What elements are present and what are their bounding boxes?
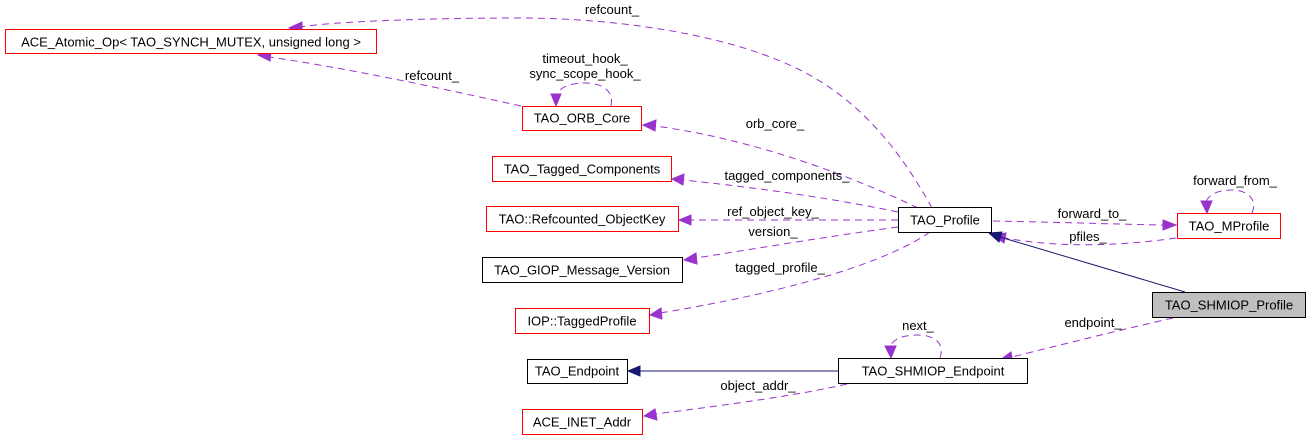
edge-orbcore-refcount: refcount_ (256, 50, 522, 107)
edge-label-ref-object-key: ref_object_key_ (727, 204, 820, 219)
arrow-head (642, 408, 658, 421)
node-tao-shmiop-endpoint[interactable]: TAO_SHMIOP_Endpoint (838, 358, 1028, 384)
edge-shmiop-profile-endpoint: endpoint_ (998, 315, 1174, 364)
arrow-head (641, 119, 657, 132)
node-tao-tagged-components[interactable]: TAO_Tagged_Components (492, 156, 672, 182)
edge-label-tagged-profile: tagged_profile_ (735, 260, 825, 275)
edge-label-version: version_ (748, 224, 798, 239)
node-tao-mprofile[interactable]: TAO_MProfile (1177, 213, 1281, 239)
node-tao-endpoint[interactable]: TAO_Endpoint (527, 359, 628, 384)
node-tao-shmiop-profile[interactable]: TAO_SHMIOP_Profile (1152, 292, 1306, 318)
edge-label-tagged-components: tagged_components_ (724, 168, 850, 183)
edge-shmiop-endpoint-object-addr: object_addr_ (642, 378, 848, 421)
svg-text:TAO_ORB_Core: TAO_ORB_Core (534, 111, 631, 126)
svg-text:TAO_SHMIOP_Endpoint: TAO_SHMIOP_Endpoint (862, 364, 1005, 379)
edge-shmiop-profile-inherits-profile (987, 231, 1186, 293)
arrow-head (682, 252, 698, 265)
node-tao-giop-message-version[interactable]: TAO_GIOP_Message_Version (482, 257, 683, 283)
node-ace-atomic-op[interactable]: ACE_Atomic_Op< TAO_SYNCH_MUTEX, unsigned… (5, 29, 377, 54)
arrow-head (670, 173, 685, 186)
svg-text:TAO_SHMIOP_Profile: TAO_SHMIOP_Profile (1165, 298, 1293, 313)
svg-text:TAO_GIOP_Message_Version: TAO_GIOP_Message_Version (494, 263, 670, 278)
edge-label-object-addr: object_addr_ (720, 378, 796, 393)
svg-text:ACE_Atomic_Op< TAO_SYNCH_MUTEX: ACE_Atomic_Op< TAO_SYNCH_MUTEX, unsigned… (21, 35, 361, 50)
svg-text:TAO::Refcounted_ObjectKey: TAO::Refcounted_ObjectKey (499, 212, 666, 227)
edge-shmiop-endpoint-self: next_ (884, 318, 942, 360)
edge-label-forward-to: forward_to_ (1058, 206, 1127, 221)
edge-profile-ref-object-key: ref_object_key_ (677, 204, 898, 226)
node-tao-orb-core[interactable]: TAO_ORB_Core (522, 106, 642, 131)
arrow-head (677, 214, 692, 226)
edge-profile-orbcore: orb_core_ (641, 116, 919, 209)
edge-label-endpoint: endpoint_ (1064, 315, 1122, 330)
svg-text:ACE_INET_Addr: ACE_INET_Addr (533, 415, 632, 430)
arrow-head (648, 307, 663, 320)
svg-text:TAO_Tagged_Components: TAO_Tagged_Components (504, 162, 661, 177)
edge-mprofile-profile-pfiles: pfiles_ (991, 229, 1177, 246)
node-ace-inet-addr[interactable]: ACE_INET_Addr (522, 409, 643, 435)
edge-label-orb-core: orb_core_ (746, 116, 805, 131)
edge-label-refcount-orb: refcount_ (405, 68, 460, 83)
edge-label-timeout-hook: timeout_hook_ (542, 51, 628, 66)
edge-profile-version: version_ (682, 224, 899, 265)
arrow-head (987, 231, 1003, 243)
node-tao-refcounted-objectkey[interactable]: TAO::Refcounted_ObjectKey (486, 206, 679, 232)
arrow-head (884, 345, 897, 360)
node-iop-taggedprofile[interactable]: IOP::TaggedProfile (515, 308, 650, 334)
node-tao-profile[interactable]: TAO_Profile (898, 207, 992, 233)
svg-text:TAO_Endpoint: TAO_Endpoint (535, 364, 620, 379)
edge-label-sync-scope-hook: sync_scope_hook_ (529, 66, 641, 81)
edge-profile-tagged-components: tagged_components_ (670, 168, 899, 213)
arrow-head (626, 365, 641, 377)
edge-label-forward-from: forward_from_ (1193, 173, 1278, 188)
edge-label-refcount: refcount_ (585, 2, 640, 17)
edge-label-pfiles: pfiles_ (1069, 229, 1107, 244)
edge-shmiop-endpoint-inherits-endpoint (626, 365, 838, 377)
edge-label-next: next_ (902, 318, 935, 333)
svg-text:TAO_Profile: TAO_Profile (910, 213, 980, 228)
edge-profile-tagged-profile: tagged_profile_ (648, 231, 931, 320)
arrow-head (1162, 219, 1178, 231)
svg-text:IOP::TaggedProfile: IOP::TaggedProfile (527, 314, 636, 329)
edge-mprofile-self: forward_from_ (1193, 173, 1278, 215)
edge-profile-mprofile-forward-to: forward_to_ (992, 206, 1178, 231)
edge-orbcore-self: timeout_hook_ sync_scope_hook_ (529, 51, 641, 108)
arrow-head (1200, 200, 1213, 215)
svg-text:TAO_MProfile: TAO_MProfile (1189, 219, 1270, 234)
arrow-head (550, 93, 562, 108)
